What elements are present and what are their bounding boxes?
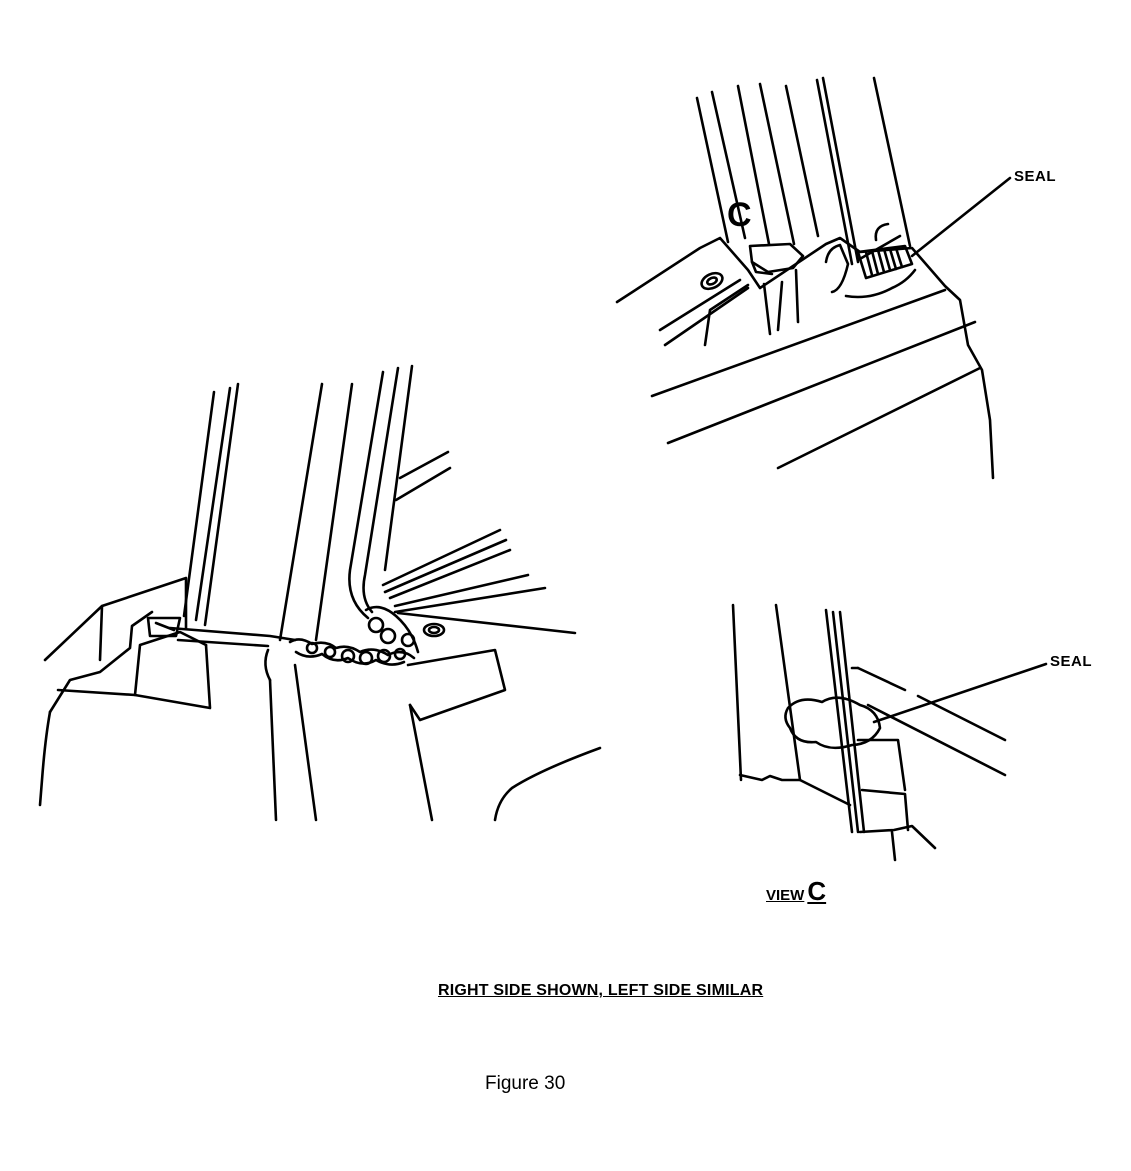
view-callout-letter: C	[727, 196, 752, 234]
main-drawing	[38, 364, 602, 822]
seal-label-view-c: SEAL	[1050, 653, 1093, 670]
drawing-caption: RIGHT SIDE SHOWN, LEFT SIDE SIMILAR	[438, 982, 764, 999]
seal-label-top: SEAL	[1014, 168, 1057, 185]
top-detail-drawing	[615, 76, 1012, 480]
view-letter: C	[807, 876, 827, 906]
figure-number: Figure 30	[485, 1073, 566, 1094]
view-word: VIEW	[766, 887, 805, 904]
view-c-drawing	[731, 603, 1048, 862]
